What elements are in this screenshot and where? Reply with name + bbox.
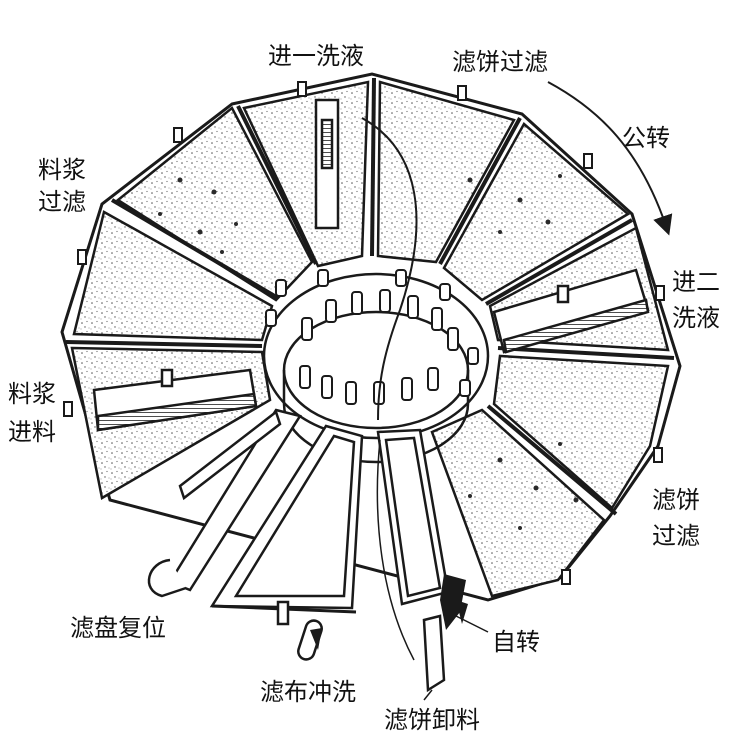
label-wash-two-2: 洗液 <box>672 304 720 332</box>
filter-pan-3 <box>376 80 516 264</box>
label-slurry-filter-2: 过滤 <box>38 188 86 216</box>
label-slurry-feed-2: 进料 <box>8 418 56 446</box>
filter-pan-4 <box>442 122 631 302</box>
label-cake-filter-right-1: 滤饼 <box>652 486 700 514</box>
filter-pan-8 <box>72 210 274 342</box>
rollers <box>147 558 446 693</box>
pan-reset-frame <box>168 408 302 592</box>
label-wash-two-1: 进二 <box>672 268 720 296</box>
leader-lines <box>423 615 489 701</box>
wash-two-bar <box>492 268 650 354</box>
rim-knobs <box>63 81 665 585</box>
label-slurry-feed-1: 料浆 <box>8 380 56 408</box>
label-cake-filter-right-2: 过滤 <box>652 522 700 550</box>
central-hub <box>262 272 490 464</box>
label-wash-one: 进一洗液 <box>268 42 364 70</box>
inverted-pans <box>168 408 450 614</box>
label-cloth-wash: 滤布冲洗 <box>260 678 356 706</box>
label-cake-filter-top: 滤饼过滤 <box>452 48 548 76</box>
filter-pan-6 <box>492 354 670 510</box>
curved-arrow-icon <box>547 81 673 236</box>
label-cake-discharge: 滤饼卸料 <box>384 706 480 734</box>
label-revolution: 公转 <box>622 124 670 152</box>
label-pan-reset: 滤盘复位 <box>70 614 166 642</box>
label-self-rotation: 自转 <box>492 628 540 656</box>
divider-rails <box>65 77 675 516</box>
wash-one-pipe <box>314 98 418 421</box>
label-slurry-filter-1: 料浆 <box>38 156 86 184</box>
slurry-feed-bar <box>92 368 258 432</box>
rotation-arrow-icon <box>376 439 415 661</box>
discharged-cake <box>310 574 468 650</box>
labels: 进一洗液 滤饼过滤 公转 料浆 过滤 进二 洗液 料浆 进料 滤饼 过滤 滤盘复… <box>8 42 720 734</box>
cake-dots <box>158 174 579 530</box>
hub-pegs <box>265 269 479 405</box>
